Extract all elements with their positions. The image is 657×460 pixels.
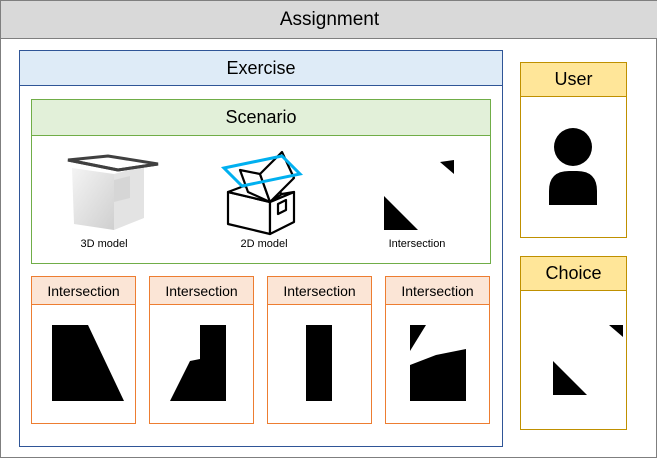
scenario-caption-intersection: Intersection <box>388 238 446 250</box>
user-icon <box>549 128 597 205</box>
option-label-2: Intersection <box>150 277 253 305</box>
3d-model-icon <box>67 154 159 230</box>
option-card-2[interactable]: Intersection <box>149 276 254 424</box>
rectangle-shape-icon <box>306 325 332 401</box>
option-label-1: Intersection <box>32 277 135 305</box>
user-panel: User <box>520 62 627 238</box>
scenario-panel: Scenario 3D model 2D model <box>31 99 491 264</box>
intersection-icon <box>384 160 454 230</box>
exercise-title: Exercise <box>20 51 502 86</box>
scenario-title: Scenario <box>32 100 490 136</box>
assignment-title: Assignment <box>1 1 657 39</box>
option-card-3[interactable]: Intersection <box>267 276 372 424</box>
choice-title: Choice <box>521 257 626 291</box>
scenario-caption-3d: 3D model <box>80 238 128 250</box>
choice-panel: Choice <box>520 256 627 430</box>
trapezoid-shape-icon <box>52 325 124 401</box>
option-card-1[interactable]: Intersection <box>31 276 136 424</box>
scenario-caption-2d: 2D model <box>240 238 288 250</box>
notched-shape-icon <box>410 325 466 401</box>
user-title: User <box>521 63 626 97</box>
triangles-choice-icon <box>553 325 623 395</box>
option-label-3: Intersection <box>268 277 371 305</box>
option-label-4: Intersection <box>386 277 489 305</box>
exercise-panel: Exercise <box>19 50 503 447</box>
slanted-block-shape-icon <box>170 325 226 401</box>
2d-model-icon <box>220 150 304 236</box>
option-card-4[interactable]: Intersection <box>385 276 490 424</box>
